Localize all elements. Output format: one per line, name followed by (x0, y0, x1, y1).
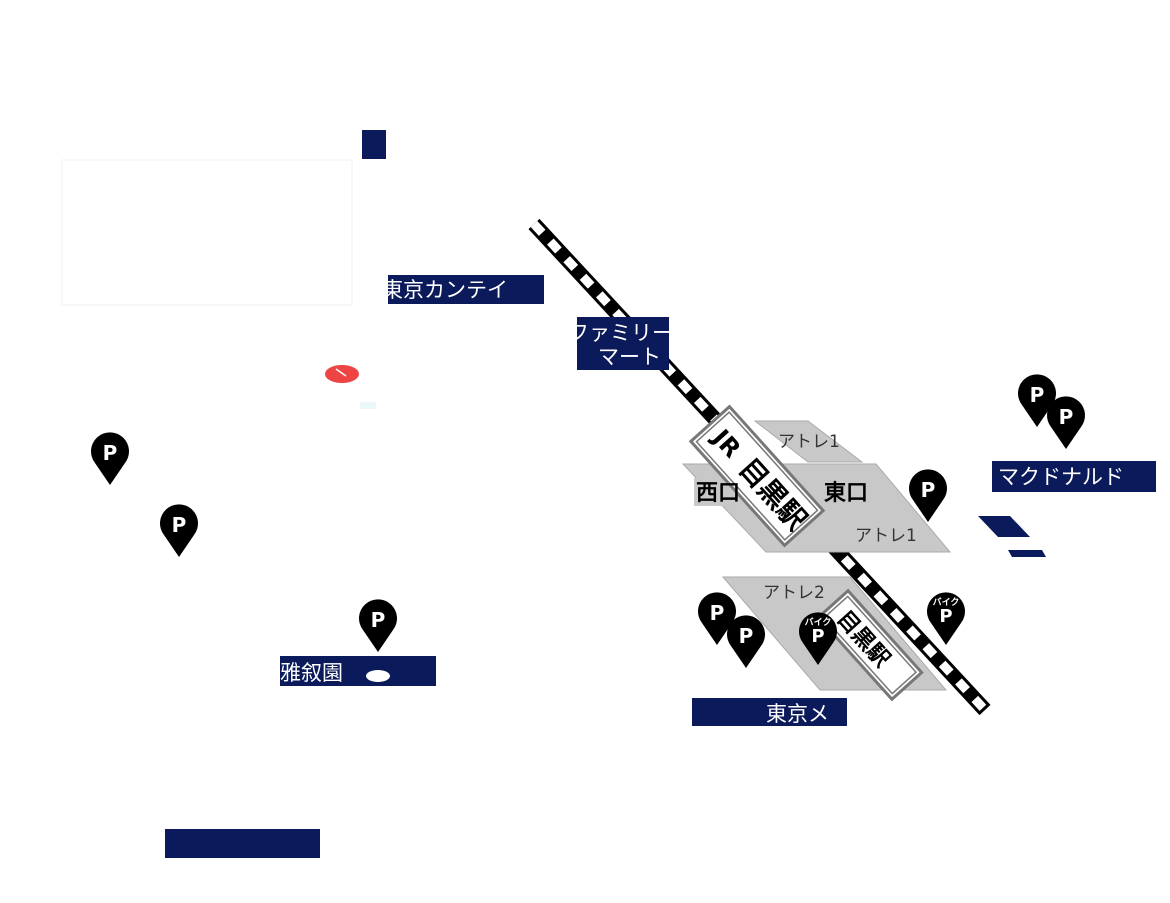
tokyo-metro-label[interactable]: 東京メ (692, 698, 847, 726)
building-block (61, 159, 353, 306)
svg-text:マート: マート (598, 345, 661, 369)
atre1-north-label: アトレ1 (778, 432, 840, 452)
parking-pin-1[interactable]: P (91, 432, 129, 485)
svg-text:東京メ: 東京メ (766, 702, 829, 726)
atre2-label: アトレ2 (763, 583, 825, 603)
parking-pin-4[interactable]: P (1018, 374, 1056, 427)
svg-text:バイク: バイク (933, 597, 960, 608)
parking-pin-8[interactable]: P (727, 615, 765, 668)
atre1-south-label: アトレ1 (855, 526, 917, 546)
svg-text:ファミリー: ファミリー (568, 321, 673, 345)
svg-text:P: P (172, 513, 187, 537)
svg-text:P: P (371, 608, 386, 632)
small-marker (360, 402, 376, 409)
navy-marker (362, 130, 386, 159)
gajoen-label[interactable]: 雅叙園 (280, 656, 436, 686)
east-exit-label: 東口 (824, 481, 868, 506)
jr-station-box[interactable]: JR 目黒駅 (688, 404, 826, 548)
svg-text:P: P (103, 441, 118, 465)
svg-text:バイク: バイク (805, 617, 832, 628)
bike-parking-pin-2[interactable]: バイク P (927, 592, 965, 645)
parking-pin-5[interactable]: P (1047, 396, 1085, 449)
parking-pin-6[interactable]: P (909, 469, 947, 522)
parking-pin-2[interactable]: P (160, 504, 198, 557)
svg-text:マクドナルド: マクドナルド (998, 465, 1124, 489)
svg-text:P: P (1059, 405, 1074, 429)
parking-pin-3[interactable]: P (359, 599, 397, 652)
svg-text:雅叙園: 雅叙園 (280, 661, 343, 685)
svg-text:P: P (811, 626, 824, 647)
svg-text:P: P (1030, 383, 1045, 407)
svg-text:P: P (710, 601, 725, 625)
navy-shape (1008, 550, 1046, 557)
tokyo-kantei-label[interactable]: 東京カンテイ (382, 275, 544, 304)
west-exit-label: 西口 (696, 481, 740, 506)
parking-pin-7[interactable]: P (698, 592, 736, 645)
bike-parking-pin-1[interactable]: バイク P (799, 612, 837, 665)
navy-shape (978, 516, 1030, 537)
navy-label-blank (165, 829, 320, 858)
svg-text:P: P (739, 624, 754, 648)
svg-text:P: P (921, 478, 936, 502)
svg-text:東京カンテイ: 東京カンテイ (382, 278, 508, 302)
svg-text:P: P (939, 606, 952, 627)
family-mart-label[interactable]: ファミリー マート (568, 317, 673, 370)
mcdonalds-label[interactable]: マクドナルド (992, 461, 1156, 492)
atre1-north-area (753, 420, 864, 463)
